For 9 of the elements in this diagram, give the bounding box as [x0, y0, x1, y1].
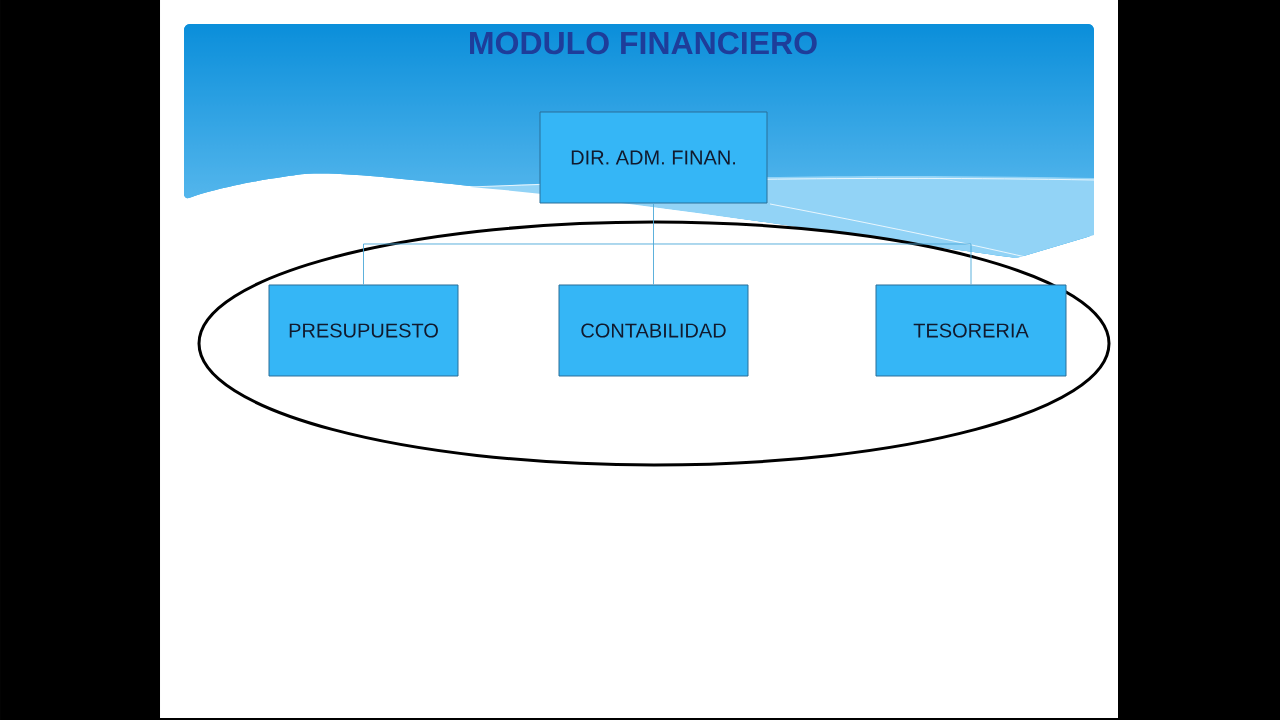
org-box: TESORERIA	[875, 284, 1067, 377]
org-box: CONTABILIDAD	[558, 284, 749, 377]
org-box: PRESUPUESTO	[268, 284, 459, 377]
connector-line	[653, 243, 654, 285]
title: MODULO FINANCIERO	[470, 31, 817, 55]
connector-line	[653, 243, 972, 285]
connector-line	[363, 243, 654, 285]
connector-line	[653, 203, 654, 245]
org-box: DIR. ADM. FINAN.	[539, 111, 768, 204]
